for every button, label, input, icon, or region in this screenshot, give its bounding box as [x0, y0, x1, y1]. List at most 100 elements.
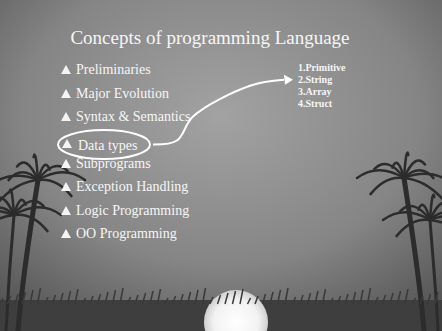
palm-frond: [34, 155, 38, 180]
tree-silhouettes: [0, 153, 442, 331]
grass-blade: [173, 296, 176, 304]
bullet-triangle: [61, 159, 71, 168]
grass-blade: [105, 292, 108, 304]
grass-blade: [330, 298, 333, 304]
grass-blade: [188, 292, 191, 304]
grass-blade: [420, 296, 423, 304]
bullet-triangle: [61, 229, 71, 238]
list-item: 1.Primitive: [298, 62, 345, 74]
grass-blade: [248, 298, 251, 304]
grass-blade: [158, 289, 161, 304]
grass-blade: [45, 297, 48, 304]
palm-frond: [404, 153, 408, 178]
bullet-item: OO Programming: [76, 226, 177, 242]
grass-blade: [285, 288, 288, 304]
grass-blade: [338, 296, 341, 304]
arrow-head: [284, 75, 293, 85]
grass-blade: [293, 297, 296, 304]
bullet-triangle: [62, 139, 72, 148]
grass-blade: [323, 289, 326, 304]
grass-blade: [255, 296, 258, 304]
grass-blade: [390, 293, 393, 304]
palm-frond: [404, 178, 442, 200]
list-item: 4.Struct: [298, 98, 332, 110]
palm-frond: [0, 180, 38, 202]
grass-blade: [75, 289, 78, 304]
grass-blade: [345, 294, 348, 304]
grass-blade: [180, 294, 183, 304]
palm-frond: [430, 195, 434, 220]
grass-blade: [405, 289, 408, 304]
bullet-item: Syntax & Semantics: [76, 109, 190, 125]
grass-blade: [30, 290, 33, 304]
grass-blade: [375, 297, 378, 304]
grass-blade: [210, 297, 213, 304]
bullet-triangle: [61, 206, 71, 215]
grass-blade: [8, 296, 11, 304]
bullet-item: Major Evolution: [76, 86, 169, 102]
grass-blade: [15, 294, 18, 304]
grass-blade: [98, 294, 101, 304]
grass-blade: [120, 288, 123, 304]
grass-blade: [233, 291, 236, 304]
grass-blade: [300, 295, 303, 304]
palm-frond: [0, 176, 38, 186]
grass-blade: [413, 298, 416, 304]
palm-frond: [397, 220, 430, 236]
list-item: 2.String: [298, 74, 332, 86]
palm-frond: [10, 190, 14, 215]
palm-frond: [0, 215, 14, 237]
grass-blade: [165, 298, 168, 304]
bullet-triangle: [61, 65, 71, 74]
palm-frond: [371, 178, 404, 194]
bullet-triangle: [61, 182, 71, 191]
bullet-triangle: [61, 112, 71, 121]
grass-blade: [353, 292, 356, 304]
tree-trunk: [6, 215, 14, 331]
palm-frond: [38, 180, 71, 196]
grass-blade: [278, 290, 281, 304]
grass-blade: [360, 290, 363, 304]
grass-blade: [398, 291, 401, 304]
grass-blade: [308, 293, 311, 304]
circled-item: Data types: [56, 128, 152, 161]
grass-blade: [435, 292, 438, 304]
bullet-triangle: [61, 89, 71, 98]
grass-blade: [383, 295, 386, 304]
tree-trunk: [404, 178, 424, 331]
grass-blade: [38, 288, 41, 304]
grass-blade: [263, 294, 266, 304]
tree-trunk: [430, 220, 438, 331]
grass-blade: [150, 291, 153, 304]
grass-blade: [23, 292, 26, 304]
grass-blade: [83, 298, 86, 304]
grass-blade: [195, 290, 198, 304]
grass-blade: [270, 292, 273, 304]
palm-frond: [430, 220, 442, 242]
grass-blade: [90, 296, 93, 304]
grass-blade: [428, 294, 431, 304]
bullet-item: Logic Programming: [76, 203, 189, 219]
grass-blade: [0, 298, 3, 304]
bullet-item: Preliminaries: [76, 62, 151, 78]
hand-drawn-circle: [58, 130, 150, 159]
slide-title: Concepts of programming Language: [0, 27, 420, 49]
grass-blade: [218, 295, 221, 304]
bullet-item: Data types: [78, 138, 137, 154]
grass-blade: [368, 288, 371, 304]
grass-blade: [60, 293, 63, 304]
grass-blade: [143, 293, 146, 304]
grass-blade: [315, 291, 318, 304]
palm-frond: [430, 216, 442, 226]
grass-blade: [225, 293, 228, 304]
bullet-item: Exception Handling: [76, 179, 188, 195]
grass-blade: [135, 295, 138, 304]
palm-frond: [0, 211, 14, 221]
grass-blade: [240, 289, 243, 304]
grass-blade: [128, 297, 131, 304]
grass-blade: [53, 295, 56, 304]
